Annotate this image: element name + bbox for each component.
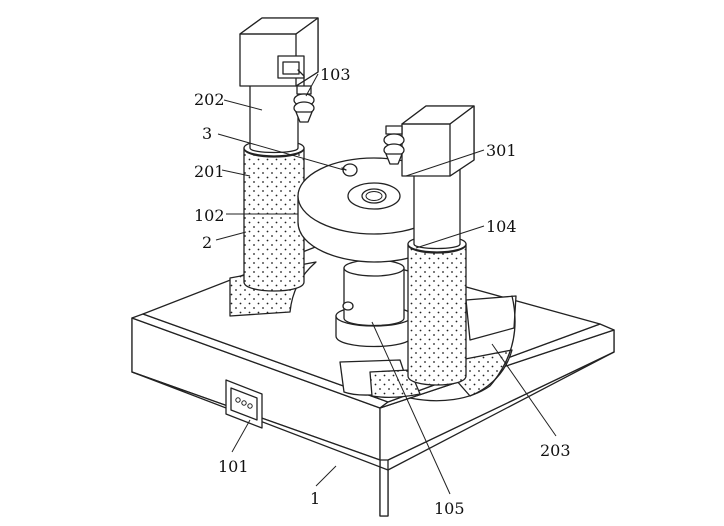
label-301: 301 [486, 141, 517, 160]
label-104: 104 [486, 217, 517, 236]
label-103: 103 [320, 65, 351, 84]
leader-lines [215, 73, 557, 495]
left-column [239, 17, 319, 292]
right-column [383, 105, 475, 386]
central-spindle [335, 259, 413, 348]
label-102: 102 [194, 206, 225, 225]
label-3: 3 [202, 124, 212, 143]
label-201: 201 [194, 162, 225, 181]
label-203: 203 [540, 441, 571, 460]
label-2: 2 [202, 233, 212, 252]
reference-labels: 202 103 3 201 102 2 301 104 101 1 105 20… [194, 65, 571, 518]
control-panel [225, 379, 263, 429]
label-202: 202 [194, 90, 225, 109]
right-arc-track [339, 295, 517, 402]
label-1: 1 [310, 489, 320, 508]
label-101: 101 [218, 457, 249, 476]
label-105: 105 [434, 499, 465, 518]
